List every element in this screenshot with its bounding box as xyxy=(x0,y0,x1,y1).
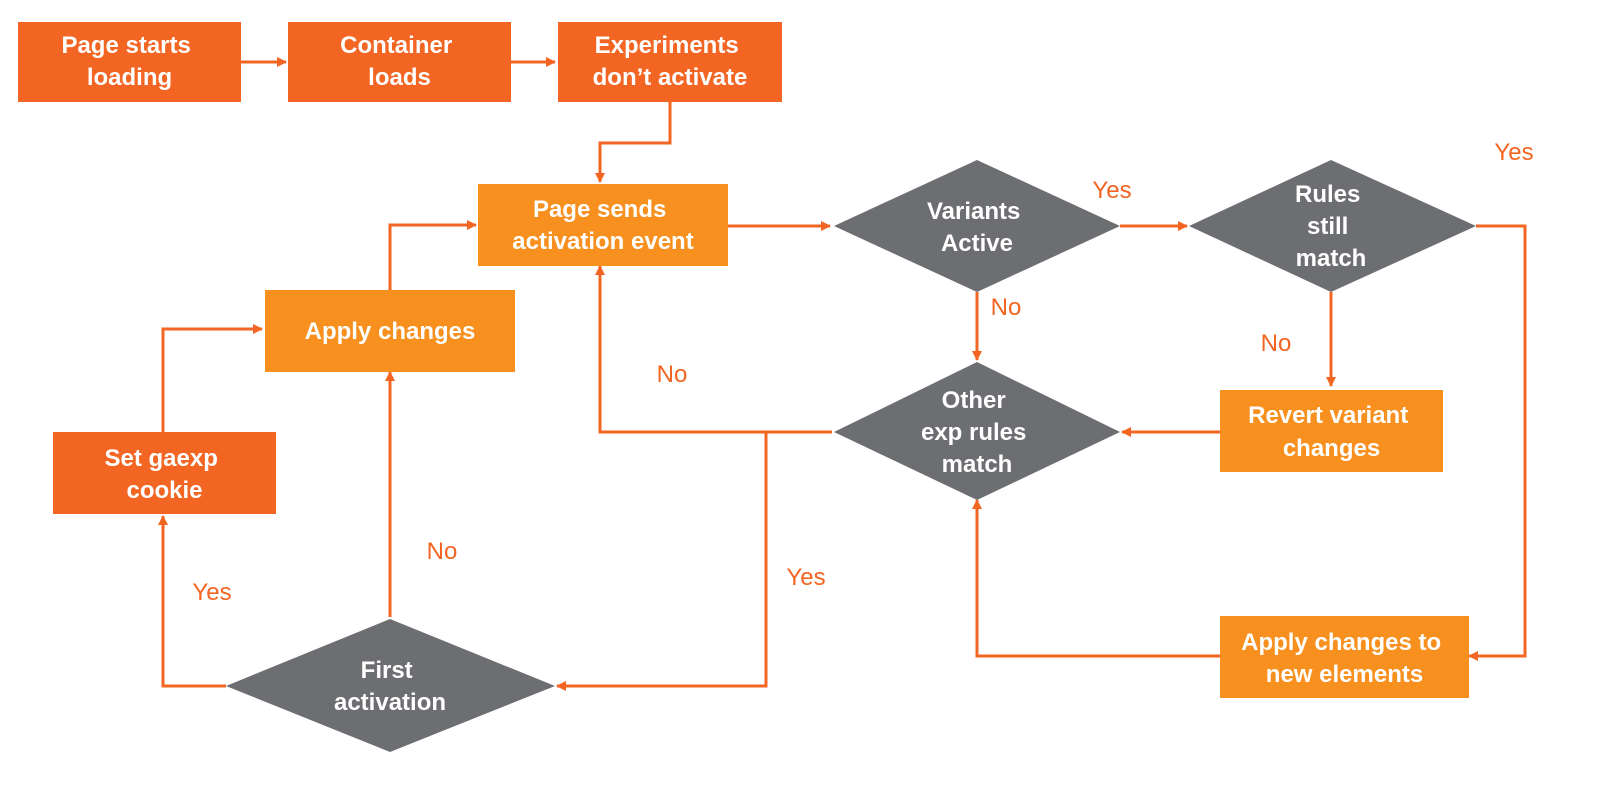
svg-text:Rules still ma: Rules still match xyxy=(1295,181,1367,272)
node-label-line: new elements xyxy=(1266,661,1423,688)
edge-apply-changes-to-page-sends xyxy=(388,220,477,290)
svg-text:First activation: First activation xyxy=(334,657,446,716)
label-other-no: No xyxy=(657,361,688,388)
node-label-line: match xyxy=(1296,245,1367,272)
edge-set-cookie-to-apply-changes xyxy=(161,324,263,432)
connectors xyxy=(158,57,1527,691)
node-label-line: exp rules xyxy=(921,419,1026,446)
node-apply-changes: Apply changes xyxy=(265,290,515,372)
node-label-line: activation xyxy=(334,689,446,716)
node-label-line: Experiments xyxy=(595,32,739,59)
label-variants-yes: Yes xyxy=(1092,177,1131,204)
edge-first-yes-to-set-cookie xyxy=(158,515,226,688)
node-label-line: Page sends xyxy=(533,196,666,223)
node-label-line: Container xyxy=(340,32,452,59)
node-set-gaexp-cookie: Set gaexp cookie xyxy=(53,432,276,514)
svg-text:Page sends activation: Page sends activation event xyxy=(512,196,693,255)
node-label-line: don’t activate xyxy=(593,64,748,91)
node-label-line: Revert variant xyxy=(1248,402,1408,429)
label-rules-yes: Yes xyxy=(1494,139,1533,166)
node-page-sends-activation-event: Page sends activation event xyxy=(478,184,728,266)
node-label-line: loading xyxy=(87,64,172,91)
label-variants-no: No xyxy=(991,294,1022,321)
node-label-line: Page starts xyxy=(61,32,190,59)
node-label-line: First xyxy=(361,657,413,684)
node-label-line: changes xyxy=(1283,435,1380,462)
node-rules-still-match: Rules still match xyxy=(1189,160,1476,292)
label-rules-no: No xyxy=(1261,330,1292,357)
node-label-line: Apply changes to xyxy=(1241,629,1441,656)
svg-text:Other exp rules: Other exp rules match xyxy=(921,387,1033,478)
node-first-activation: First activation xyxy=(226,619,555,752)
node-container-loads: Container loads xyxy=(288,22,511,102)
node-label-line: match xyxy=(942,451,1013,478)
node-revert-variant-changes: Revert variant changes xyxy=(1220,390,1443,472)
svg-text:Revert variant changes: Revert variant changes xyxy=(1248,402,1415,462)
node-experiments-dont-activate: Experiments don’t activate xyxy=(558,22,782,102)
node-variants-active: Variants Active xyxy=(834,160,1120,292)
nodes: Page starts loading Container loads Expe… xyxy=(18,22,1476,752)
edge-rules-yes-to-apply-new xyxy=(1468,224,1527,661)
svg-text:Apply changes to new e: Apply changes to new elements xyxy=(1241,629,1448,688)
node-label-line: Active xyxy=(941,230,1013,257)
edge-apply-new-to-other xyxy=(972,499,1220,658)
svg-text:Experiments don’t acti: Experiments don’t activate xyxy=(593,32,748,91)
node-label-line: loads xyxy=(368,64,431,91)
label-other-yes: Yes xyxy=(786,564,825,591)
node-label-line: cookie xyxy=(126,477,202,504)
label-first-yes: Yes xyxy=(192,579,231,606)
node-other-exp-rules-match: Other exp rules match xyxy=(834,362,1120,500)
svg-text:Page starts loading: Page starts loading xyxy=(61,32,197,91)
node-apply-changes-to-new-elements: Apply changes to new elements xyxy=(1220,616,1469,698)
edge-other-no-to-page-sends xyxy=(595,265,832,434)
edge-experiments-to-page-sends xyxy=(595,102,672,183)
svg-text:Variants Active: Variants Active xyxy=(927,198,1027,257)
node-page-starts-loading: Page starts loading xyxy=(18,22,241,102)
node-label-line: still xyxy=(1307,213,1348,240)
node-label-line: Rules xyxy=(1295,181,1360,208)
edge-labels: Yes Yes No No No No Yes Yes xyxy=(192,139,1533,606)
edge-other-yes-to-first-activation xyxy=(556,432,768,691)
node-label-line: Other xyxy=(942,387,1006,414)
svg-text:Set gaexp cookie: Set gaexp cookie xyxy=(104,445,224,504)
node-label-line: Variants xyxy=(927,198,1020,225)
node-label-line: activation event xyxy=(512,228,693,255)
svg-text:Apply changes: Apply changes xyxy=(305,318,476,345)
label-first-no: No xyxy=(427,538,458,565)
node-label-line: Set gaexp xyxy=(104,445,217,472)
node-label-line: Apply changes xyxy=(305,318,476,345)
svg-text:Container loads: Container loads xyxy=(340,32,459,91)
